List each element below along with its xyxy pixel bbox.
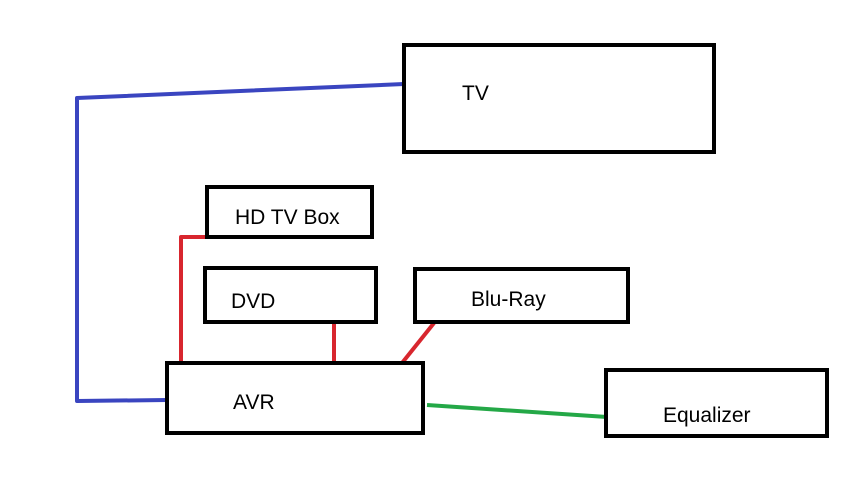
equalizer-label: Equalizer — [663, 404, 751, 427]
avr-box — [165, 361, 425, 435]
blu-ray-label: Blu-Ray — [471, 288, 546, 311]
tv-node: TV — [402, 43, 716, 154]
hd-tv-box-label: HD TV Box — [235, 206, 340, 229]
tv-to-avr-cable — [75, 82, 406, 403]
dvd-box — [203, 266, 378, 324]
hd-tv-box-box — [205, 185, 374, 239]
tv-box — [402, 43, 716, 154]
hd-tv-box-to-avr-cable — [179, 235, 207, 363]
equalizer-box — [604, 368, 829, 438]
avr-to-equalizer-cable — [426, 403, 608, 419]
tv-label: TV — [462, 82, 489, 105]
dvd-label: DVD — [231, 290, 275, 313]
avr-node: AVR — [165, 361, 425, 435]
avr-label: AVR — [233, 391, 275, 414]
blu-ray-box — [413, 267, 630, 324]
dvd-node: DVD — [203, 266, 378, 324]
blu-ray-node: Blu-Ray — [413, 267, 630, 324]
hd-tv-box-node: HD TV Box — [205, 185, 374, 239]
blu-ray-to-avr-cable — [400, 321, 436, 365]
equalizer-node: Equalizer — [604, 368, 829, 438]
